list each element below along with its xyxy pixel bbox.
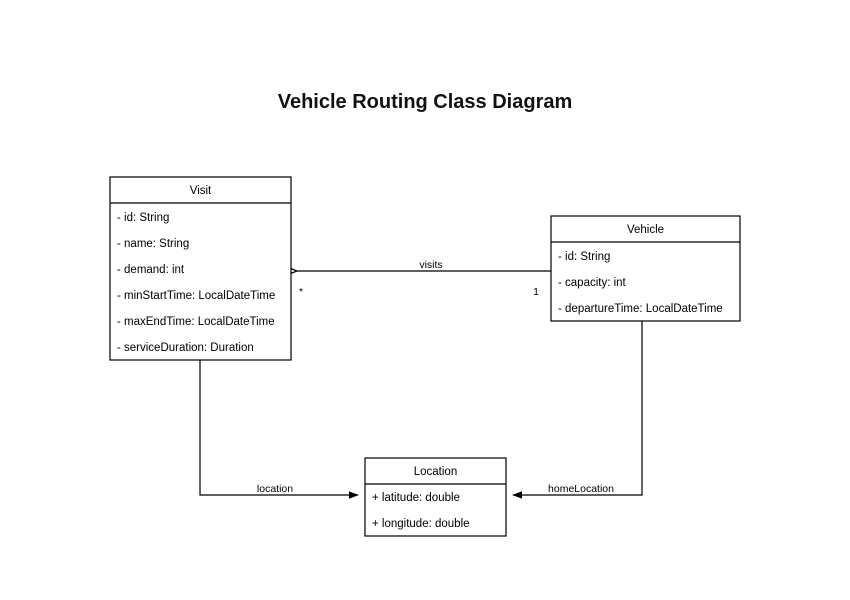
- page-title: Vehicle Routing Class Diagram: [278, 91, 573, 113]
- visits-source-multiplicity: 1: [533, 286, 539, 298]
- visit-attribute: - maxEndTime: LocalDateTime: [117, 316, 275, 328]
- class-box-vehicle[interactable]: Vehicle - id: String - capacity: int - d…: [550, 215, 741, 322]
- visit-attribute: - serviceDuration: Duration: [117, 342, 254, 354]
- visit-attribute: - minStartTime: LocalDateTime: [117, 290, 275, 302]
- visit-box-outline: [109, 176, 292, 361]
- visit-attribute: - demand: int: [117, 264, 185, 276]
- relationship-location: location: [199, 360, 358, 495]
- location-class-name: Location: [414, 466, 457, 478]
- location-edge-label: location: [257, 483, 293, 495]
- vehicle-attribute: - capacity: int: [558, 277, 627, 289]
- vehicle-attribute: - id: String: [558, 251, 610, 263]
- vehicle-box-outline: [550, 215, 741, 322]
- visit-attribute: - id: String: [117, 212, 169, 224]
- relationship-home-location: homeLocation: [513, 321, 643, 495]
- visits-edge-label: visits: [419, 259, 442, 271]
- relationship-visits: visits * 1: [297, 259, 551, 298]
- location-attribute: + longitude: double: [372, 518, 470, 530]
- visit-class-name: Visit: [190, 185, 212, 197]
- visits-target-multiplicity: *: [299, 286, 303, 298]
- visit-attribute: - name: String: [117, 238, 189, 250]
- class-box-location[interactable]: Location + latitude: double + longitude:…: [364, 457, 507, 537]
- home-location-edge-label: homeLocation: [548, 483, 614, 495]
- vehicle-attribute: - departureTime: LocalDateTime: [558, 303, 723, 315]
- location-box-outline: [364, 457, 507, 537]
- location-attribute: + latitude: double: [372, 492, 460, 504]
- location-edge-line: [199, 360, 358, 495]
- home-location-edge-line: [513, 321, 643, 495]
- vehicle-class-name: Vehicle: [627, 224, 664, 236]
- class-box-visit[interactable]: Visit - id: String - name: String - dema…: [109, 176, 292, 361]
